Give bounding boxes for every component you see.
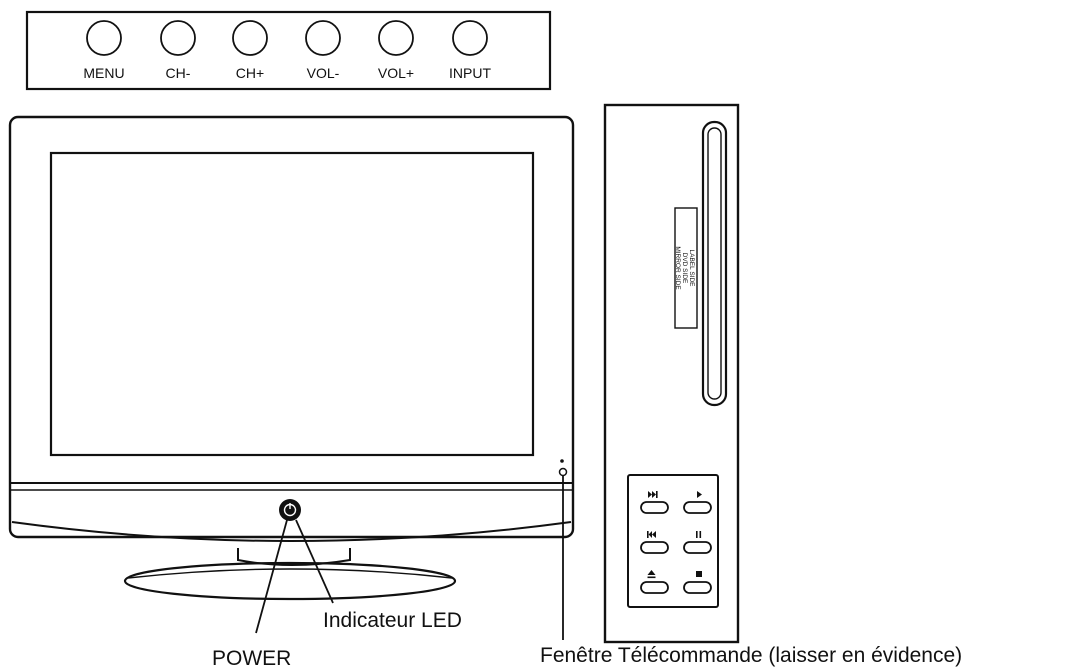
- previous-button[interactable]: [640, 531, 669, 554]
- dvd-label-line1: LABEL SIDE: [688, 250, 695, 288]
- eject-icon: [647, 570, 656, 579]
- led-callout-label: Indicateur LED: [323, 609, 462, 632]
- stand-neck: [237, 548, 351, 566]
- ch-minus-label: CH-: [166, 65, 191, 81]
- menu-label: MENU: [83, 65, 124, 81]
- menu-button[interactable]: MENU: [83, 20, 125, 81]
- dvd-slot: [701, 120, 728, 407]
- play-button[interactable]: [683, 491, 712, 514]
- led-callout-line: [295, 519, 334, 604]
- dvd-slot-label: LABEL SIDE DVD SIDE MIRROR SIDE: [674, 207, 698, 329]
- tv-front: [8, 115, 575, 601]
- ch-plus-label: CH+: [236, 65, 264, 81]
- stand-base: [123, 561, 457, 601]
- vol-plus-label: VOL+: [378, 65, 414, 81]
- pause-button[interactable]: [683, 531, 712, 554]
- remote-window-callout-label: Fenêtre Télécommande (laisser en évidenc…: [540, 644, 962, 667]
- dvd-label-line2: DVD SIDE: [681, 253, 688, 284]
- next-icon: [648, 491, 658, 498]
- tv-side-view: LABEL SIDE DVD SIDE MIRROR SIDE: [603, 103, 740, 644]
- side-button-panel: MENU CH- CH+ VOL- VOL+ INPUT: [25, 10, 552, 91]
- ch-minus-button[interactable]: CH-: [160, 20, 196, 81]
- vol-minus-label: VOL-: [307, 65, 340, 81]
- power-callout-line: [255, 519, 288, 634]
- stop-icon: [696, 571, 702, 577]
- input-label: INPUT: [449, 65, 491, 81]
- input-button[interactable]: INPUT: [449, 20, 491, 81]
- vol-plus-button[interactable]: VOL+: [378, 20, 414, 81]
- stop-button[interactable]: [683, 571, 712, 594]
- next-button[interactable]: [640, 491, 669, 514]
- led-indicator-dot: [560, 459, 564, 463]
- power-callout-label: POWER: [212, 647, 291, 670]
- eject-button[interactable]: [640, 570, 669, 594]
- pause-icon: [696, 531, 702, 538]
- tv-screen: [49, 151, 535, 457]
- remote-sensor-window: [558, 467, 568, 477]
- previous-icon: [647, 531, 656, 538]
- play-icon: [697, 491, 702, 498]
- vol-minus-button[interactable]: VOL-: [305, 20, 341, 81]
- ch-plus-button[interactable]: CH+: [232, 20, 268, 81]
- dvd-control-pad: [627, 474, 719, 608]
- power-button[interactable]: [279, 499, 301, 521]
- dvd-label-line3: MIRROR SIDE: [674, 246, 681, 290]
